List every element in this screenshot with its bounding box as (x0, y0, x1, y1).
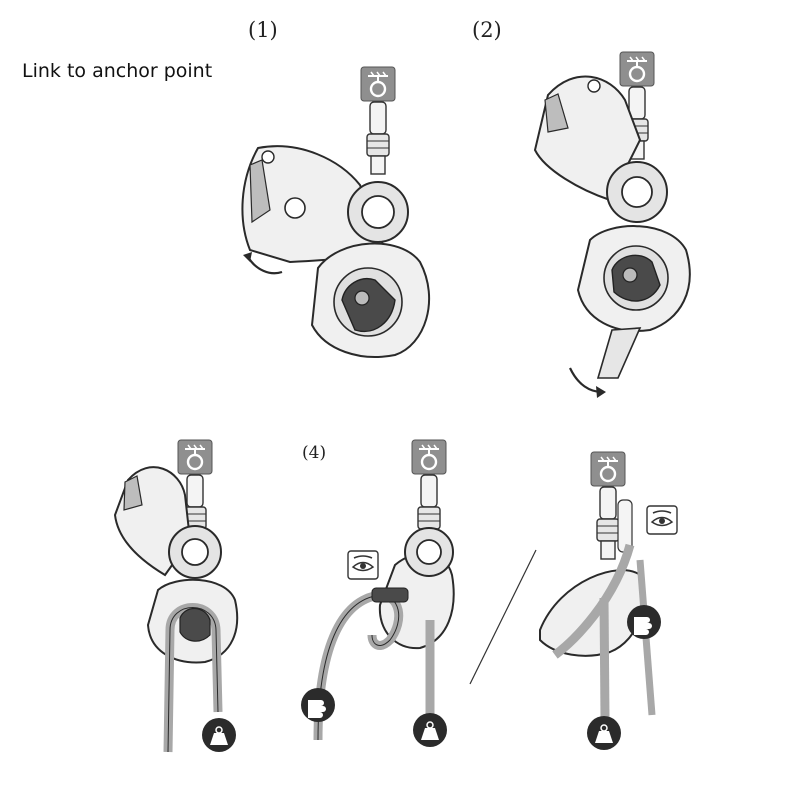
second-carabiner (617, 499, 633, 553)
carabiner (596, 486, 620, 560)
anchor-point-icon (176, 438, 214, 476)
hand-grip-icon (627, 605, 661, 639)
eye-check-icon (347, 550, 379, 580)
pulley-axle (416, 539, 442, 565)
plate-screw (587, 79, 601, 93)
step-label-4: (4) (302, 443, 327, 463)
carabiner (366, 101, 390, 175)
panel-4 (301, 438, 537, 748)
plate-shade (544, 93, 569, 133)
eye-check-icon (646, 505, 678, 535)
plate-shade (249, 159, 271, 224)
panel-2 (533, 50, 691, 398)
rope-outline (167, 607, 219, 753)
pulley-axle (361, 195, 395, 229)
step-label-1: (1) (248, 18, 278, 42)
weight-load-icon (412, 712, 448, 748)
weight-load-icon (586, 715, 622, 751)
rotate-arrow-head (596, 386, 606, 398)
step-label-2: (2) (472, 18, 502, 42)
anchor-point-icon (589, 450, 627, 488)
cam (179, 607, 211, 642)
pulley-axle (181, 538, 209, 566)
panel-1 (241, 65, 431, 358)
rotate-arrow-icon (247, 256, 283, 275)
anchor-point-icon (618, 50, 656, 88)
panel-5 (539, 450, 678, 751)
plate-hole (284, 197, 306, 219)
rotate-arrow-head (243, 252, 252, 262)
cam-pivot (354, 290, 370, 306)
plate-screw (261, 150, 275, 164)
page-title: Link to anchor point (22, 60, 213, 82)
anchor-point-icon (410, 438, 448, 476)
anchor-point-icon (359, 65, 397, 103)
rope (599, 597, 610, 719)
rope-clamp (371, 587, 409, 603)
handle-lever (596, 327, 642, 379)
cam-pivot (622, 267, 638, 283)
pulley-axle (621, 176, 653, 208)
hand-grip-icon (301, 688, 335, 722)
cam (341, 278, 396, 332)
divider-line (469, 549, 537, 685)
rope (552, 543, 635, 659)
plate-shade (123, 475, 143, 511)
weight-load-icon (201, 717, 237, 753)
panel-3 (113, 438, 239, 753)
